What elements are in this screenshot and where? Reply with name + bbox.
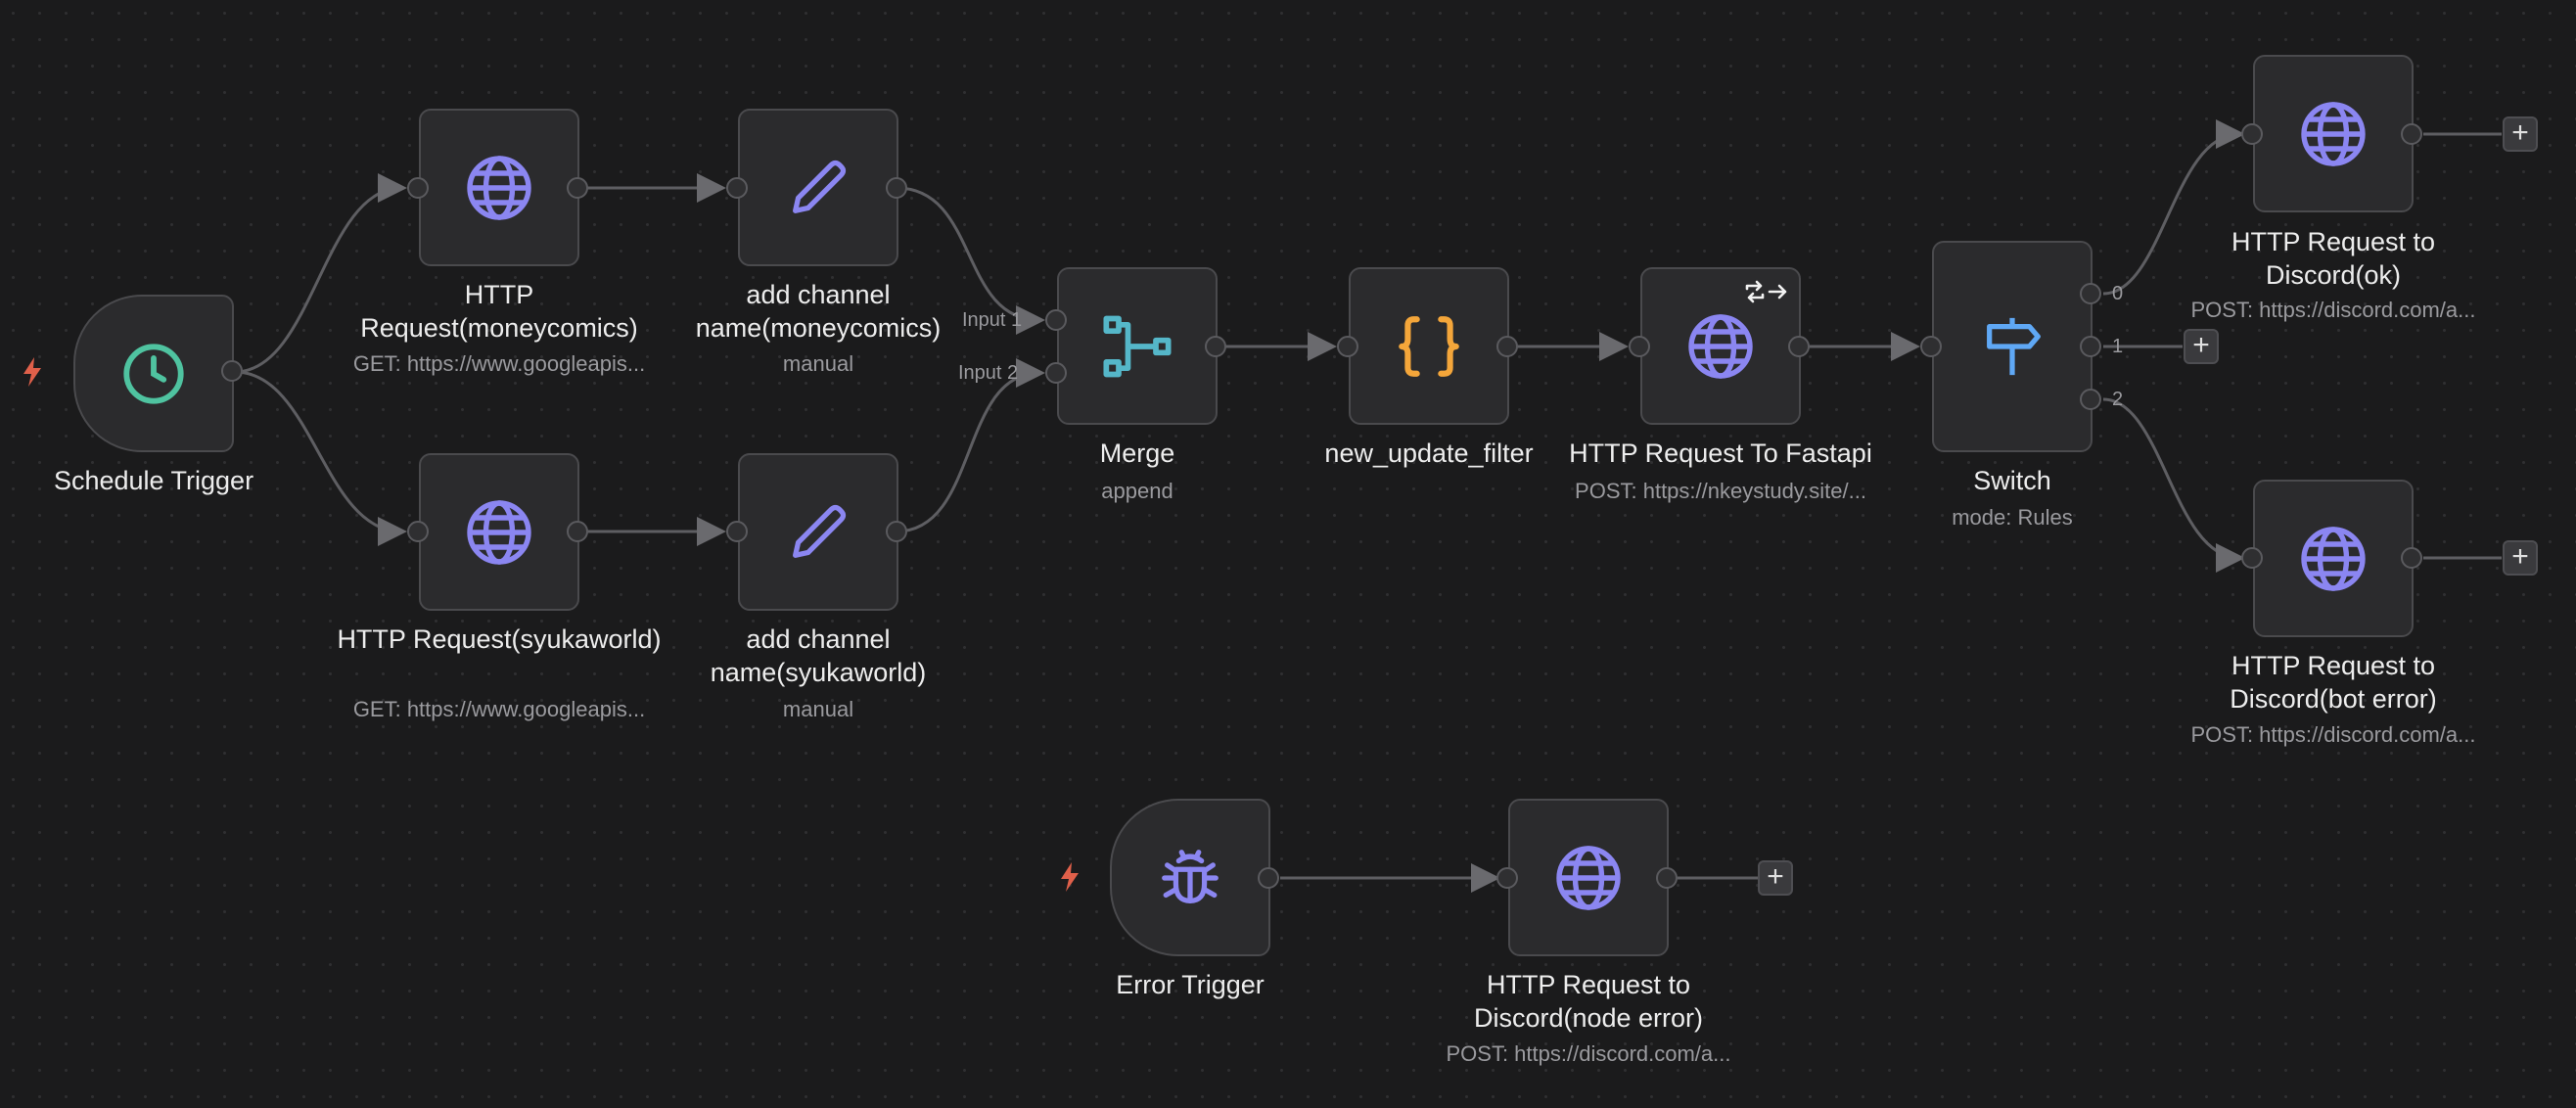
discord-node-error-label: HTTP Request to Discord(node error) — [1473, 970, 1704, 1033]
switch-output-0-handle[interactable] — [2080, 283, 2101, 304]
add-channel-moneycomics-input-handle[interactable] — [726, 177, 748, 199]
merge-node[interactable] — [1057, 267, 1218, 425]
discord-bot-error-input-handle[interactable] — [2241, 547, 2263, 569]
switch-output-1-add-button[interactable]: + — [2184, 329, 2219, 364]
discord-bot-error-output-handle[interactable] — [2401, 547, 2422, 569]
switch-subtitle: mode: Rules — [1952, 505, 2073, 530]
discord-node-error-add-button[interactable]: + — [1758, 860, 1793, 896]
switch-output-0-label: 0 — [2112, 283, 2124, 304]
http-request-discord-ok-node[interactable] — [2253, 55, 2414, 212]
http-syukaworld-output-handle[interactable] — [567, 521, 588, 542]
merge-subtitle: append — [1101, 479, 1173, 503]
http-syukaworld-input-handle[interactable] — [407, 521, 429, 542]
globe-icon — [2301, 526, 2366, 591]
http-fastapi-label: HTTP Request To Fastapi — [1569, 439, 1872, 468]
clock-icon — [123, 343, 184, 404]
new-update-filter-label: new_update_filter — [1324, 439, 1534, 468]
filter-input-handle[interactable] — [1337, 336, 1358, 357]
add-channel-moneycomics-subtitle: manual — [782, 351, 854, 376]
code-braces-icon — [1399, 315, 1459, 377]
globe-icon — [2301, 101, 2366, 166]
error-trigger-node[interactable] — [1110, 799, 1270, 956]
http-moneycomics-subtitle: GET: https://www.googleapis... — [352, 351, 646, 376]
http-fastapi-subtitle: POST: https://nkeystudy.site/... — [1575, 479, 1866, 503]
globe-icon — [1688, 313, 1753, 379]
discord-bot-error-label: HTTP Request to Discord(bot error) — [2230, 651, 2437, 714]
switch-node[interactable] — [1932, 241, 2093, 452]
fastapi-input-handle[interactable] — [1629, 336, 1650, 357]
switch-output-1-handle[interactable] — [2080, 336, 2101, 357]
switch-input-handle[interactable] — [1920, 336, 1942, 357]
schedule-trigger-output-handle[interactable] — [221, 360, 243, 382]
trigger-bolt-icon — [1061, 862, 1079, 892]
merge-input-2-label: Input 2 — [958, 362, 1019, 384]
merge-input-2-handle[interactable] — [1045, 362, 1067, 384]
http-request-fastapi-node[interactable] — [1640, 267, 1801, 425]
pencil-icon — [793, 504, 847, 558]
discord-node-error-output-handle[interactable] — [1656, 867, 1678, 889]
globe-icon — [467, 155, 531, 220]
pencil-icon — [793, 160, 847, 213]
http-request-discord-node-error-node[interactable] — [1508, 799, 1669, 956]
http-request-syukaworld-node[interactable] — [419, 453, 579, 611]
http-moneycomics-input-handle[interactable] — [407, 177, 429, 199]
http-request-discord-bot-error-node[interactable] — [2253, 480, 2414, 637]
schedule-trigger-label: Schedule Trigger — [53, 466, 254, 495]
error-trigger-label: Error Trigger — [1116, 970, 1265, 999]
discord-node-error-subtitle: POST: https://discord.com/a... — [1446, 1041, 1731, 1066]
switch-output-1-label: 1 — [2112, 336, 2124, 357]
new-update-filter-node[interactable] — [1349, 267, 1509, 425]
add-channel-syukaworld-output-handle[interactable] — [886, 521, 907, 542]
merge-output-handle[interactable] — [1205, 336, 1226, 357]
add-channel-moneycomics-node[interactable] — [738, 109, 898, 266]
trigger-bolt-icon — [23, 357, 41, 387]
http-syukaworld-label: HTTP Request(syukaworld) — [337, 624, 662, 654]
bug-icon — [1162, 849, 1219, 903]
add-channel-syukaworld-node[interactable] — [738, 453, 898, 611]
merge-input-1-label: Input 1 — [962, 309, 1023, 331]
edge-schedule-to-http-syukaworld[interactable] — [234, 370, 407, 546]
discord-ok-add-button[interactable]: + — [2503, 116, 2538, 152]
add-channel-moneycomics-output-handle[interactable] — [886, 177, 907, 199]
add-channel-syukaworld-label: add channel name(syukaworld) — [710, 624, 927, 687]
signpost-icon — [1987, 317, 2041, 376]
http-moneycomics-output-handle[interactable] — [567, 177, 588, 199]
switch-label: Switch — [1973, 466, 2051, 495]
discord-bot-error-add-button[interactable]: + — [2503, 540, 2538, 576]
http-request-moneycomics-node[interactable] — [419, 109, 579, 266]
add-channel-syukaworld-input-handle[interactable] — [726, 521, 748, 542]
globe-icon — [1556, 845, 1621, 910]
http-moneycomics-label: HTTP Request(moneycomics) — [360, 280, 638, 343]
discord-ok-subtitle: POST: https://discord.com/a... — [2190, 298, 2476, 322]
discord-ok-output-handle[interactable] — [2401, 123, 2422, 145]
discord-node-error-input-handle[interactable] — [1496, 867, 1518, 889]
add-channel-moneycomics-label: add channel name(moneycomics) — [695, 280, 942, 343]
discord-bot-error-subtitle: POST: https://discord.com/a... — [2190, 722, 2476, 747]
retry-arrow-icon — [1745, 280, 1787, 303]
discord-ok-input-handle[interactable] — [2241, 123, 2263, 145]
error-trigger-output-handle[interactable] — [1258, 867, 1279, 889]
http-syukaworld-subtitle: GET: https://www.googleapis... — [352, 697, 646, 721]
filter-output-handle[interactable] — [1496, 336, 1518, 357]
merge-icon — [1103, 315, 1172, 377]
fastapi-output-handle[interactable] — [1788, 336, 1810, 357]
schedule-trigger-node[interactable] — [73, 295, 234, 452]
switch-output-2-label: 2 — [2112, 389, 2124, 410]
discord-ok-label: HTTP Request to Discord(ok) — [2231, 227, 2436, 290]
merge-label: Merge — [1099, 439, 1175, 468]
add-channel-syukaworld-subtitle: manual — [782, 697, 854, 721]
merge-input-1-handle[interactable] — [1045, 309, 1067, 331]
globe-icon — [467, 499, 531, 565]
switch-output-2-handle[interactable] — [2080, 389, 2101, 410]
